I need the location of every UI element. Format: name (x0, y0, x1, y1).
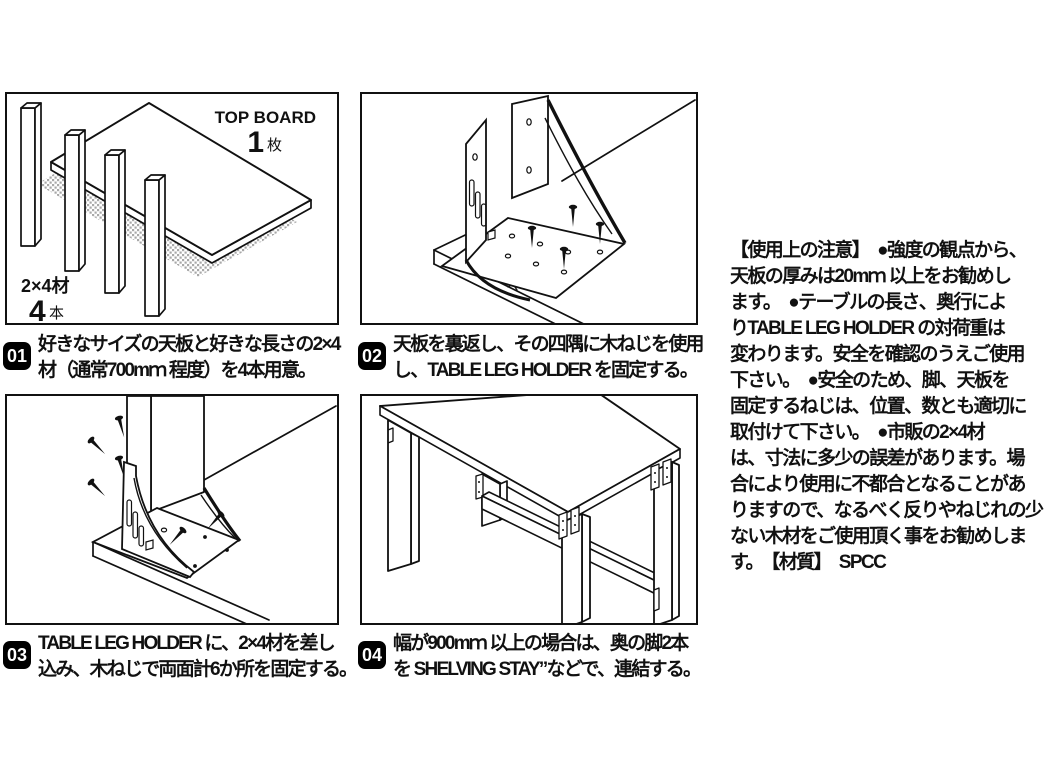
step1-illustration: TOP BOARD 1 枚 2×4材 4 本 (20, 102, 316, 323)
step3-caption-line1: TABLE LEG HOLDER に、2×4材を差し (38, 633, 336, 654)
step1-caption: 01 好きなサイズの天板と好きな長さの2×4 材（通常700mｍ 程度）を4本用… (3, 332, 345, 384)
assembled-table-drawing (379, 396, 681, 623)
top-board-drawing (50, 102, 312, 264)
top-board-label: TOP BOARD (215, 108, 316, 127)
table-top-edge (379, 405, 681, 522)
usage-notes-line: りますので、なるべく反りやねじれの少 (730, 500, 1044, 521)
step4-illustration (379, 396, 681, 623)
usage-notes: 【使用上の注意】 ●強度の観点から、 天板の厚みは20mｍ 以上をお勧めし ます… (730, 238, 1044, 576)
step1-caption-line2: 材（通常700mｍ 程度）を4本用意。 (38, 360, 317, 381)
step4-caption-line1: 幅が900mｍ 以上の場合は、奥の脚2本 (393, 633, 689, 654)
lumber-post-2 (64, 129, 86, 272)
step3-caption: 03 TABLE LEG HOLDER に、2×4材を差し 込み、木ねじで両面計… (3, 631, 358, 683)
bracket-gusset-inner-line (200, 494, 236, 539)
step2-caption: 02 天板を裏返し、その四隅に木ねじを使用 し、TABLE LEG HOLDER… (358, 332, 704, 384)
usage-notes-line: 【使用上の注意】 ●強度の観点から、 (730, 240, 1028, 261)
front-left-leg (387, 419, 420, 572)
step2-illustration (433, 94, 696, 323)
usage-notes-line: 取付けて下さい。 ●市販の2×4材 (730, 422, 986, 443)
base-screw-holes (504, 233, 604, 275)
step3-illustration (86, 396, 337, 623)
usage-notes-line: は、寸法に多少の誤差があります。場 (730, 448, 1026, 469)
square-hole (487, 229, 496, 241)
usage-notes-line: ます。 ●テーブルの長さ、奥行によ (730, 292, 1007, 313)
top-board-count: 1 (247, 126, 264, 159)
step2-number-badge: 02 (358, 342, 386, 370)
square-hole (145, 539, 154, 551)
lumber-label: 2×4材 (21, 275, 70, 296)
side-plate-slots (468, 153, 487, 227)
lumber-post-4 (144, 174, 166, 317)
usage-notes-line: す。 【材質】 SPCC (730, 552, 887, 573)
usage-notes-line: 天板の厚みは20mｍ 以上をお勧めし (730, 266, 1012, 287)
step1-panel: TOP BOARD 1 枚 2×4材 4 本 (5, 92, 339, 325)
bracket-gusset-inner-line (544, 117, 613, 235)
bracket-gusset-curve (202, 487, 242, 542)
step3-caption-line2: 込み、木ねじで両面計6か所を固定する。 (38, 659, 358, 680)
usage-notes-line: 固定するねじは、位置、数とも適切に (730, 396, 1027, 417)
step2-caption-line1: 天板を裏返し、その四隅に木ねじを使用 (393, 334, 704, 355)
lumber-posts-drawing (20, 102, 166, 317)
step2-panel (360, 92, 698, 325)
step3-panel (5, 394, 339, 625)
side-plate-slots (126, 499, 145, 547)
back-plate-holes (526, 118, 532, 174)
step1-caption-line1: 好きなサイズの天板と好きな長さの2×4 (38, 334, 341, 355)
bracket-side-plate (121, 460, 196, 579)
usage-notes-line: 変わります。安全を確認のうえご使用 (730, 344, 1026, 365)
lumber-unit: 本 (49, 305, 64, 322)
stay-end-bracket (653, 587, 660, 612)
step4-caption-line2: を SHELVING STAY”などで、連結する。 (393, 659, 702, 680)
front-right-leg (558, 506, 591, 623)
bracket-gusset-curve (546, 99, 627, 244)
bracket-lower-curve (464, 259, 531, 302)
step1-number-badge: 01 (3, 342, 31, 370)
lumber-post-1 (20, 102, 42, 247)
leg-holder-bracket-drawing (439, 94, 627, 302)
lumber-post-3 (104, 149, 126, 294)
step4-caption: 04 幅が900mｍ 以上の場合は、奥の脚2本 を SHELVING STAY”… (358, 631, 704, 683)
lumber-count: 4 (29, 295, 46, 323)
usage-notes-line: 合により使用に不都合となることがあ (730, 474, 1026, 495)
usage-notes-line: ない木材をご使用頂く事をお勧めしま (730, 526, 1027, 547)
step2-caption-line2: し、TABLE LEG HOLDER を固定する。 (393, 360, 699, 381)
top-board-unit: 枚 (267, 137, 282, 154)
step4-panel (360, 394, 698, 625)
step4-number-badge: 04 (358, 641, 386, 669)
usage-notes-line: りTABLE LEG HOLDER の対荷重は (730, 318, 1006, 339)
usage-notes-line: 下さい。 ●安全のため、脚、天板を (730, 370, 1010, 391)
rear-right-leg (650, 458, 680, 623)
leg-holder-bracket-drawing (90, 460, 242, 580)
bracket-side-plate (465, 117, 487, 265)
step3-number-badge: 03 (3, 641, 31, 669)
bracket-back-plate (511, 94, 549, 200)
bracket-lower-inner-curve (133, 477, 188, 569)
